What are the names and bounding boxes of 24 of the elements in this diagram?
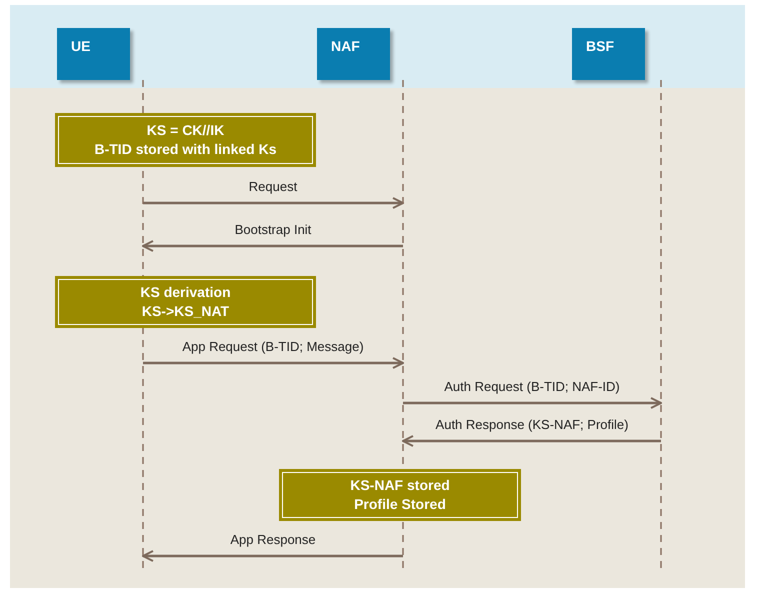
note-box (55, 276, 316, 328)
message-arrow (143, 197, 404, 209)
participant-name: NAF (331, 38, 360, 54)
message-label: Bootstrap Init (234, 222, 312, 237)
message-label: App Request (B-TID; Message) (182, 339, 364, 354)
note-box (55, 113, 316, 167)
note-text: Profile Stored (354, 495, 446, 514)
note-text: B-TID stored with linked Ks (94, 140, 276, 159)
note-text: KS = CK//IK (146, 121, 224, 140)
message-label: App Response (230, 532, 316, 547)
message-arrow (402, 435, 661, 447)
message-label: Auth Request (B-TID; NAF-ID) (444, 379, 620, 394)
note-text: KS-NAF stored (350, 476, 450, 495)
message-label: Request (248, 179, 298, 194)
message-arrow (142, 550, 403, 562)
message-arrow (143, 357, 404, 369)
participant-name: BSF (586, 38, 614, 54)
message-arrow (403, 397, 662, 409)
note-box (279, 469, 521, 521)
message-label: Auth Response (KS-NAF; Profile) (436, 417, 628, 432)
note-text: KS->KS_NAT (142, 302, 230, 321)
message-arrow (142, 240, 403, 252)
participant-name: UE (71, 38, 90, 54)
note-text: KS derivation (140, 283, 231, 302)
